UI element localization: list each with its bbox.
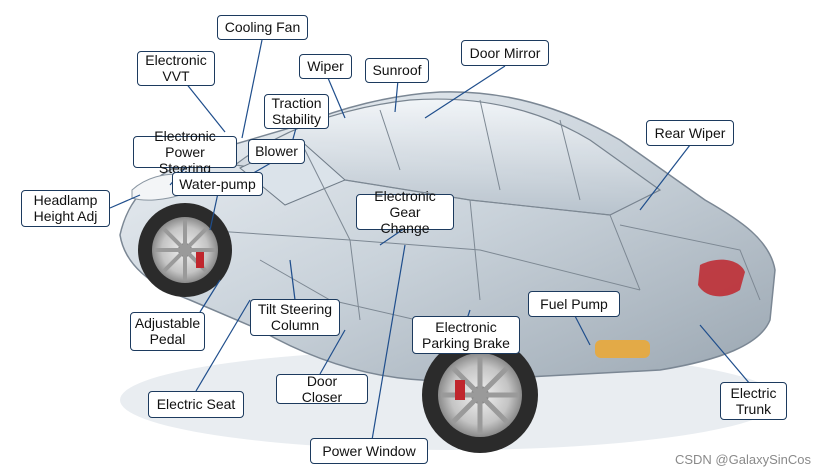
- label-door-mirror: Door Mirror: [461, 40, 549, 66]
- label-electronic-vvt: Electronic VVT: [137, 51, 215, 86]
- label-electronic-power-steering: Electronic Power Steering: [133, 128, 237, 176]
- label-sunroof: Sunroof: [365, 58, 429, 83]
- car-roof: [233, 98, 662, 216]
- label-traction-stability: Traction Stability: [264, 94, 329, 129]
- label-door-closer: Door Closer: [276, 373, 368, 405]
- label-electronic-gear-change: Electronic Gear Change: [356, 188, 454, 236]
- label-water-pump: Water-pump: [172, 172, 263, 196]
- label-fuel-pump: Fuel Pump: [528, 291, 620, 317]
- label-power-window: Power Window: [310, 438, 428, 464]
- label-headlamp-height-adj: Headlamp Height Adj: [21, 190, 110, 227]
- rear-wheel: [422, 337, 538, 453]
- watermark: CSDN @GalaxySinCos: [674, 452, 811, 467]
- tail-light: [698, 259, 745, 297]
- label-tilt-steering-column: Tilt Steering Column: [250, 299, 340, 336]
- label-electric-trunk: Electric Trunk: [720, 382, 787, 420]
- label-electronic-parking-brake: Electronic Parking Brake: [412, 316, 520, 354]
- frame-lines: [199, 99, 761, 331]
- label-blower: Blower: [248, 139, 305, 164]
- label-cooling-fan: Cooling Fan: [217, 15, 308, 40]
- label-rear-wiper: Rear Wiper: [646, 120, 734, 146]
- rear-lamp: [595, 340, 650, 358]
- label-electric-seat: Electric Seat: [148, 391, 244, 418]
- label-wiper: Wiper: [299, 54, 352, 79]
- front-wheel: [138, 203, 232, 297]
- label-adjustable-pedal: Adjustable Pedal: [130, 312, 205, 351]
